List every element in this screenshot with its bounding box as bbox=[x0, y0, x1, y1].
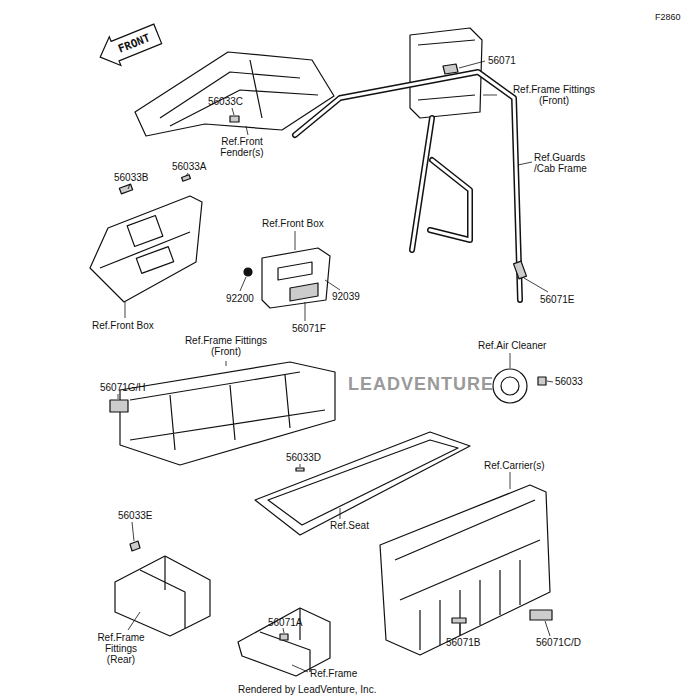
callout-number: 56033A bbox=[172, 161, 206, 172]
reference-label: Ref.Front Box bbox=[262, 218, 324, 229]
callout-number: 56071F bbox=[292, 323, 326, 334]
reference-label: Ref.Frame bbox=[310, 668, 357, 679]
callout-number: 56033C bbox=[208, 96, 243, 107]
arrow-shape bbox=[94, 20, 163, 72]
callout-number: 56071A bbox=[268, 617, 302, 628]
credit-text: Rendered by LeadVenture, Inc. bbox=[238, 684, 376, 695]
direction-arrow: FRONT bbox=[96, 23, 162, 68]
reference-label: Ref.Frame Fittings (Front) bbox=[170, 335, 282, 357]
reference-label: Ref.Seat bbox=[330, 520, 369, 531]
watermark: LEADVENTURE bbox=[348, 374, 494, 394]
callout-number: 56033 bbox=[555, 376, 583, 387]
reference-label: Ref.Front Fender(s) bbox=[212, 136, 272, 158]
callout-number: 56071E bbox=[540, 294, 574, 305]
callout-number: 56033B bbox=[114, 172, 148, 183]
callout-number: 56071G/H bbox=[100, 382, 146, 393]
callout-number: 56033D bbox=[286, 452, 321, 463]
callout-number: 56071B bbox=[446, 637, 480, 648]
callout-number: 56071C/D bbox=[536, 637, 581, 648]
arrow-text: FRONT bbox=[116, 31, 152, 56]
reference-label: Ref.Air Cleaner bbox=[478, 340, 546, 351]
reference-label: Ref.Front Box bbox=[92, 320, 154, 331]
reference-label: Ref.Carrier(s) bbox=[484, 460, 545, 471]
callout-number: 56033E bbox=[118, 510, 152, 521]
callout-number: 56071 bbox=[488, 55, 516, 66]
callout-number: 92200 bbox=[226, 293, 254, 304]
reference-label: Ref.Guards /Cab Frame bbox=[534, 152, 604, 174]
reference-label: Ref.Frame Fittings (Rear) bbox=[90, 632, 152, 665]
reference-label: Ref.Frame Fittings (Front) bbox=[498, 84, 610, 106]
figure-number: F2860 bbox=[655, 12, 681, 23]
callout-number: 92039 bbox=[332, 291, 360, 302]
